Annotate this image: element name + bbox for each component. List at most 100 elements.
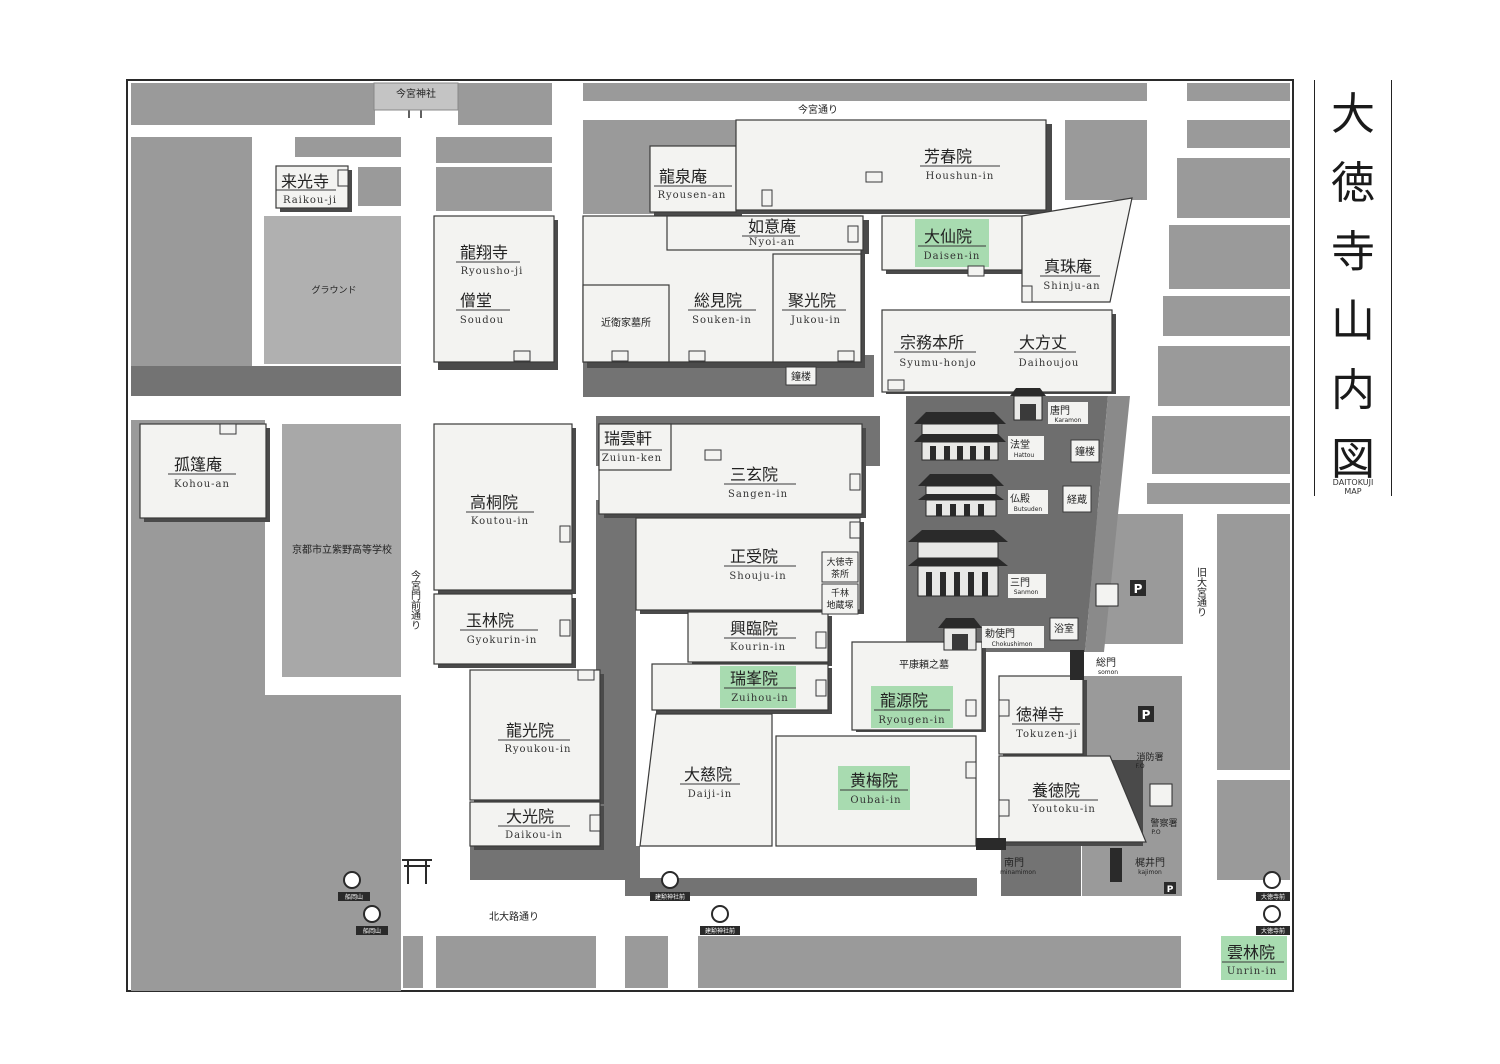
chokushimon-tag [982, 626, 1044, 648]
gate-icons [976, 650, 1122, 882]
parking-2: P [1142, 708, 1151, 722]
unrinin-ro: Unrin-in [1227, 966, 1277, 977]
raikouji-jp: 来光寺 [281, 172, 329, 191]
koutouin-ro: Koutou-in [471, 516, 529, 527]
shoujuin-jp: 正受院 [730, 547, 778, 566]
oubaiin-ro: Oubai-in [850, 795, 901, 806]
parking-1: P [1134, 582, 1143, 596]
chokushimon-jp: 勅使門 [985, 627, 1015, 640]
soukenin-ro: Souken-in [692, 315, 752, 326]
ryougenin-jp: 龍源院 [880, 691, 928, 710]
nanmon-ro: minamimon [1000, 869, 1036, 876]
ryougenin-ro: Ryougen-in [878, 715, 945, 726]
temples [139, 119, 1147, 847]
houshunin-ro: Houshun-in [926, 171, 995, 182]
butsuden-jp: 仏殿 [1010, 493, 1030, 505]
fire-jp: 消防署 [1136, 751, 1163, 763]
map-title-en: DAITOKUJI MAP [1315, 478, 1391, 496]
bus-stop-icons [343, 871, 1281, 923]
parking-3: P [1167, 885, 1174, 895]
sanmon-ro: Sanmon [1014, 589, 1039, 596]
butsuden-building [918, 474, 1004, 517]
sanmon-jp: 三門 [1010, 577, 1030, 589]
daijiin-ro: Daiji-in [688, 789, 733, 800]
toilet-icons [1095, 583, 1173, 807]
houshunin-jp: 芳春院 [924, 147, 972, 166]
gate-markers [219, 169, 1033, 832]
shoujuin-ro: Shouju-in [729, 571, 786, 582]
ryoukouin-ro: Ryoukou-in [504, 744, 571, 755]
parking-icons [1130, 580, 1176, 894]
ryousenan-ro: Ryousen-an [658, 190, 727, 201]
soudou-ro: Soudou [460, 315, 504, 326]
school-area [282, 424, 401, 677]
zuiunken-ro: Zuiun-ken [602, 453, 662, 464]
open-temple-tags [720, 219, 1287, 980]
karamon-building [1010, 388, 1046, 421]
bus-funaokayama-b: 船岡山 [363, 927, 381, 935]
hattou-building [914, 412, 1006, 461]
youtokuin-jp: 養徳院 [1032, 781, 1080, 800]
rikyu-1: 千林 [831, 587, 849, 599]
imamiya-shrine-box [373, 82, 459, 111]
hattou-ro: Hattou [1014, 452, 1035, 459]
chokushimon-building [938, 618, 982, 651]
shourou-north: 鐘楼 [791, 370, 811, 383]
daisenin-ro: Daisen-in [924, 251, 981, 262]
bus-kenkun-b: 建勲神社前 [705, 927, 735, 935]
imamiya-shrine-label: 今宮神社 [396, 87, 436, 100]
bus-kenkun-a: 建勲神社前 [655, 893, 685, 901]
police-ro: P.O [1151, 829, 1161, 836]
jukouin-jp: 聚光院 [788, 291, 836, 310]
tokuzenji-jp: 徳禅寺 [1016, 705, 1064, 724]
temple-labels: 来光寺 Raikou-ji 龍泉庵 Ryousen-an 芳春院 Houshun… [174, 147, 1277, 977]
precinct-labels: 唐門 Karamon 法堂 Hattou 仏殿 Butsuden 三門 Sanm… [791, 370, 1095, 648]
unrinin-jp: 雲林院 [1227, 943, 1275, 962]
syumuhonjo-jp: 宗務本所 [900, 333, 964, 352]
bus-daitokuji-b: 大徳寺前 [1261, 927, 1285, 935]
daikouin-ro: Daikou-in [505, 830, 563, 841]
sangenin-jp: 三玄院 [730, 465, 778, 484]
zuiunken-jp: 瑞雲軒 [604, 429, 652, 448]
shourou-precinct: 鐘楼 [1075, 445, 1095, 458]
koutouin-jp: 高桐院 [470, 493, 518, 512]
chashitsu-1: 大徳寺 [826, 556, 853, 568]
ryoushoji-ro: Ryousho-ji [461, 266, 524, 277]
bus-stop-labels: 船岡山 船岡山 建勲神社前 建勲神社前 大徳寺前 大徳寺前 [345, 893, 1285, 935]
imamiya-dori-label: 今宮通り [798, 103, 838, 116]
torii-south [402, 859, 432, 884]
gyokurinin-ro: Gyokurin-in [467, 635, 538, 646]
daijiin-jp: 大慈院 [684, 765, 732, 784]
raikouji-ro: Raikou-ji [283, 195, 337, 206]
label-underlines [168, 165, 1284, 963]
precinct-boxes [785, 366, 1100, 641]
kourinin-jp: 興臨院 [730, 619, 778, 638]
youtokuin-ro: Youtoku-in [1031, 804, 1096, 815]
shinjuan-ro: Shinju-an [1043, 281, 1100, 292]
kitaoji-dori-label: 北大路通り [489, 910, 539, 923]
shinjuan-jp: 真珠庵 [1044, 257, 1092, 276]
daisenin-jp: 大仙院 [924, 227, 972, 246]
konoe-tomb-label: 近衛家墓所 [601, 316, 651, 329]
daihoujou-ro: Daihoujou [1019, 358, 1080, 369]
butsuden-ro: Butsuden [1014, 506, 1043, 513]
gate-labels: 総門 somon 南門 minamimon 梶井門 kajimon [1000, 656, 1165, 876]
bus-daitokuji-a: 大徳寺前 [1261, 893, 1285, 901]
map-title: 大 徳 寺 山 内 図 [1331, 89, 1375, 485]
kourinin-ro: Kourin-in [730, 642, 786, 653]
karamon-tag [1048, 402, 1088, 424]
police-jp: 警察署 [1150, 817, 1177, 829]
kajimon-ro: kajimon [1138, 869, 1162, 876]
hattou-tag [1008, 436, 1044, 460]
fire-ro: F.O [1135, 763, 1144, 770]
sanmon-tag [1008, 574, 1046, 598]
karamon-ro: Karamon [1055, 417, 1082, 424]
daihoujou-jp: 大方丈 [1019, 333, 1067, 352]
kyu-omiya-label: 旧大宮通り [1195, 567, 1207, 617]
soumon-jp: 総門 [1096, 656, 1116, 669]
daikouin-jp: 大光院 [506, 807, 554, 826]
title-block: 大 徳 寺 山 内 図 DAITOKUJI MAP [1314, 80, 1392, 496]
nyoian-jp: 如意庵 [748, 217, 796, 236]
title-en-line1: DAITOKUJI [1332, 478, 1374, 487]
